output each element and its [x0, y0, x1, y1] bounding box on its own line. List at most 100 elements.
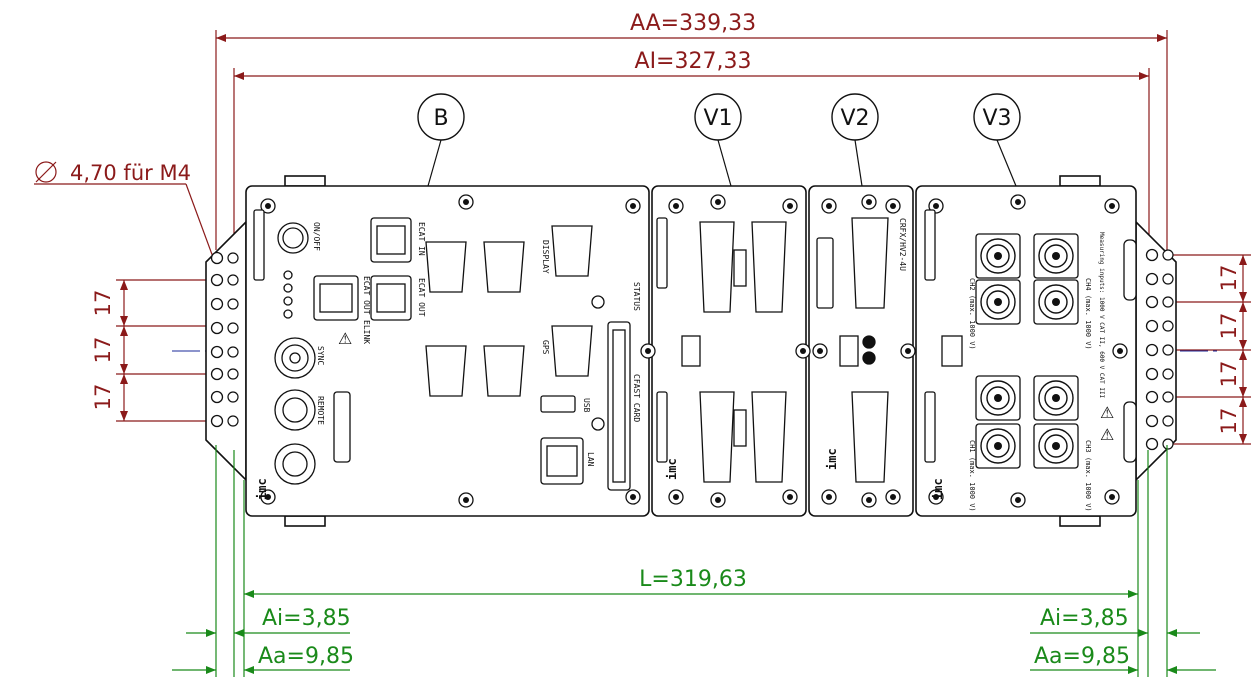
label-ecat-out: ECAT OUT	[417, 278, 426, 317]
hole-diameter-leader	[34, 161, 218, 269]
screw-center-icon	[1015, 199, 1021, 205]
label-ch2: CH2 (max. 1000 V)	[968, 278, 976, 350]
label-lan: LAN	[586, 452, 595, 467]
warning-icon-b: ⚠	[338, 329, 352, 348]
warning-icon-v3a: ⚠	[1100, 403, 1114, 422]
screw-center-icon	[826, 203, 832, 209]
callout-b-label: B	[433, 106, 448, 131]
screw-center-icon	[265, 494, 271, 500]
label-ch3: CH3 (max. 1000 V)	[1084, 440, 1092, 512]
screw-center-icon	[933, 203, 939, 209]
v3-bnc-connectors	[975, 233, 1079, 469]
screw-center-icon	[890, 494, 896, 500]
screw-center-icon	[1109, 494, 1115, 500]
screw-center-icon	[715, 199, 721, 205]
screw-center-icon	[673, 494, 679, 500]
mounting-hole	[210, 367, 224, 381]
screw-center-icon	[890, 203, 896, 209]
dimension-aa-right-label: Aa=9,85	[1034, 644, 1130, 669]
mounting-hole	[210, 273, 224, 287]
callout-v3: V3	[973, 93, 1021, 187]
brand-logo-v2: imc	[825, 448, 839, 470]
mounting-hole	[210, 390, 224, 404]
label-v3-note: Measuring inputs: 1000 V CAT II, 600 V C…	[1098, 232, 1105, 399]
dimension-l-label: L=319,63	[639, 567, 747, 592]
bnc-pin	[1052, 442, 1060, 450]
dimension-aa	[215, 30, 1168, 250]
callout-b: B	[417, 93, 465, 187]
label-ecat-in: ECAT IN	[417, 222, 426, 256]
screw-center-icon	[866, 199, 872, 205]
screw-center-icon	[787, 203, 793, 209]
label-remote: REMOTE	[316, 396, 325, 425]
mounting-hole	[1145, 272, 1159, 286]
screw-center-icon	[645, 348, 651, 354]
screw-center-icon	[905, 348, 911, 354]
bnc-pin	[994, 298, 1002, 306]
mounting-hole	[227, 322, 239, 334]
label-ch1: CH1 (max. 1000 V)	[968, 440, 976, 512]
mounting-hole	[1162, 296, 1174, 308]
mounting-hole	[227, 415, 239, 427]
screw-center-icon	[933, 494, 939, 500]
mounting-hole	[210, 414, 224, 428]
mounting-hole	[227, 391, 239, 403]
mounting-hole	[1162, 391, 1174, 403]
screw-center-icon	[715, 497, 721, 503]
screw-center-icon	[800, 348, 806, 354]
bnc-pin	[994, 252, 1002, 260]
label-ecat-out-2: ECAT OUT	[362, 276, 371, 315]
label-usb: USB	[582, 398, 591, 413]
dimension-aa-left-label: Aa=9,85	[258, 644, 354, 669]
mounting-hole	[1145, 437, 1159, 451]
callout-v2-label: V2	[840, 106, 869, 131]
label-v2: CRFX/HV2-4U	[898, 218, 907, 271]
mounting-holes	[210, 248, 1174, 451]
mounting-hole	[210, 345, 224, 359]
pitch-left-1: 17	[91, 290, 115, 317]
dimension-ai-right-label: Ai=3,85	[1040, 606, 1129, 631]
bnc-pin	[1052, 252, 1060, 260]
mounting-hole	[1162, 273, 1174, 285]
pitch-left-3: 17	[91, 384, 115, 411]
module-b-panel	[253, 209, 631, 491]
module-v3-panel	[924, 209, 1137, 463]
brand-logo-v1: imc	[665, 458, 679, 480]
label-sync: SYNC	[316, 346, 325, 365]
screw-center-icon	[817, 348, 823, 354]
mounting-hole	[1145, 248, 1159, 262]
label-gps: GPS	[541, 340, 550, 355]
mounting-hole	[1145, 343, 1159, 357]
pitch-right-2: 17	[1217, 313, 1241, 340]
dimension-aa-label: AA=339,33	[630, 11, 756, 36]
label-onoff: ON/OFF	[312, 222, 321, 251]
callout-v1-label: V1	[703, 106, 732, 131]
mounting-hole	[1145, 367, 1159, 381]
screw-center-icon	[630, 203, 636, 209]
pitch-dimension-left	[116, 279, 214, 422]
warning-icon-v3b: ⚠	[1100, 425, 1114, 444]
mounting-hole	[1145, 319, 1159, 333]
screw-center-icon	[673, 203, 679, 209]
bnc-pin	[994, 394, 1002, 402]
bnc-pin	[1052, 394, 1060, 402]
label-elink: ELINK	[362, 320, 371, 344]
hole-diameter-label: 4,70 für M4	[70, 161, 191, 185]
mounting-hole	[1145, 414, 1159, 428]
pitch-right-3: 17	[1217, 361, 1241, 388]
screw-center-icon	[1109, 203, 1115, 209]
screw-center-icon	[630, 494, 636, 500]
mounting-hole	[1145, 390, 1159, 404]
mounting-hole	[227, 346, 239, 358]
pitch-dimension-right	[1166, 254, 1251, 445]
mounting-hole	[1162, 249, 1174, 261]
screw-center-icon	[787, 494, 793, 500]
callout-v1: V1	[694, 93, 742, 187]
mounting-hole	[210, 251, 224, 265]
bnc-pin	[994, 442, 1002, 450]
dimension-ai-left-label: Ai=3,85	[262, 606, 351, 631]
dimension-green-lines	[172, 445, 1216, 677]
screw-center-icon	[463, 497, 469, 503]
mounting-hole	[1145, 295, 1159, 309]
